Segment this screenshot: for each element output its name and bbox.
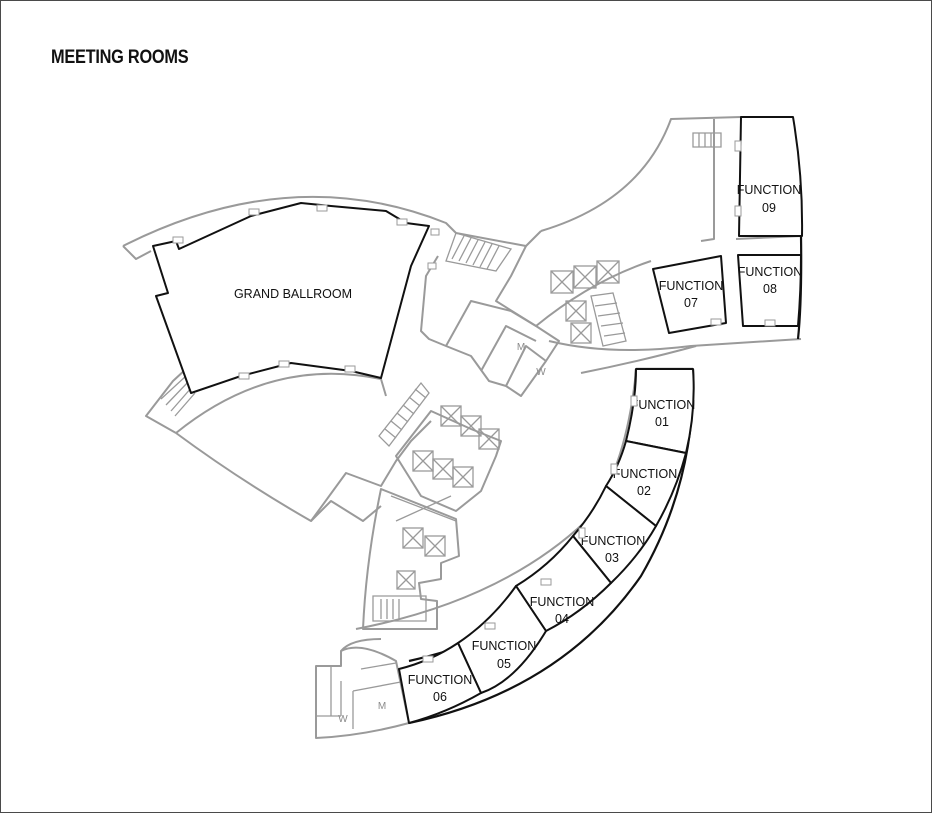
grand-ballroom[interactable]: GRAND BALLROOM	[152, 202, 430, 394]
elevator-banks	[390, 260, 620, 590]
women-restroom-label-north: W	[536, 367, 546, 378]
page-title: MEETING ROOMS	[51, 47, 189, 68]
function-room-02[interactable]: FUNCTION 02	[605, 440, 687, 527]
function-01-number: 01	[655, 415, 669, 429]
grand-ballroom-label: GRAND BALLROOM	[234, 287, 352, 301]
function-room-06[interactable]: FUNCTION 06	[398, 642, 482, 724]
function-room-03[interactable]: FUNCTION 03	[572, 485, 657, 584]
function-09-label: FUNCTION	[737, 183, 802, 197]
function-07-number: 07	[684, 296, 698, 310]
restroom-block-south: M W	[338, 701, 386, 725]
door-markers	[172, 140, 776, 663]
function-01-label: FUNCTION	[631, 398, 696, 412]
function-03-label: FUNCTION	[581, 534, 646, 548]
stairs	[372, 132, 722, 622]
function-04-number: 04	[555, 612, 569, 626]
function-05-label: FUNCTION	[472, 639, 537, 653]
function-02-label: FUNCTION	[613, 467, 678, 481]
east-outer-wall	[796, 235, 803, 340]
function-04-label: FUNCTION	[530, 595, 595, 609]
restroom-block-north: M W	[445, 300, 547, 387]
function-07-label: FUNCTION	[659, 279, 724, 293]
function-03-number: 03	[605, 551, 619, 565]
function-06-label: FUNCTION	[408, 673, 473, 687]
function-room-08[interactable]: FUNCTION 08	[737, 254, 803, 327]
function-06-number: 06	[433, 690, 447, 704]
women-restroom-label-south: W	[338, 714, 348, 725]
function-room-01[interactable]: FUNCTION 01	[625, 368, 696, 454]
function-room-09[interactable]: FUNCTION 09	[737, 116, 804, 237]
men-restroom-label-north: M	[517, 342, 525, 353]
function-05-number: 05	[497, 657, 511, 671]
function-09-number: 09	[762, 201, 776, 215]
function-08-label: FUNCTION	[738, 265, 803, 279]
function-02-number: 02	[637, 484, 651, 498]
function-08-number: 08	[763, 282, 777, 296]
men-restroom-label-south: M	[378, 701, 386, 712]
function-room-07[interactable]: FUNCTION 07	[652, 255, 727, 334]
